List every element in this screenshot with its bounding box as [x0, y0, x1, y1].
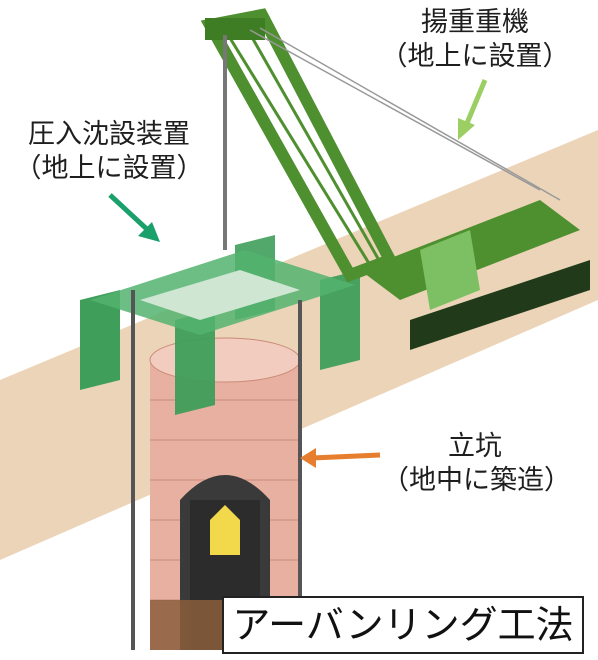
shaft-label-line2: （地中に築造）: [382, 465, 571, 496]
crane-label-line1: 揚重重機: [421, 7, 529, 38]
crane-label: 揚重重機 （地上に設置）: [372, 6, 578, 74]
press-device: [80, 235, 360, 415]
shaft-label-line1: 立坑: [448, 431, 502, 462]
method-title: アーバンリング工法: [222, 596, 584, 654]
crane-label-line2: （地上に設置）: [380, 41, 570, 72]
press-device-label-line1: 圧入沈設装置: [28, 119, 190, 150]
arrow-press-device: [108, 193, 160, 242]
shaft-label: 立坑 （地中に築造）: [382, 430, 571, 498]
press-device-label: 圧入沈設装置 （地上に設置）: [4, 118, 214, 186]
arrow-shaft: [300, 448, 381, 468]
crane: [200, 8, 590, 350]
arrow-crane: [458, 79, 488, 140]
press-device-label-line2: （地上に設置）: [14, 153, 204, 184]
